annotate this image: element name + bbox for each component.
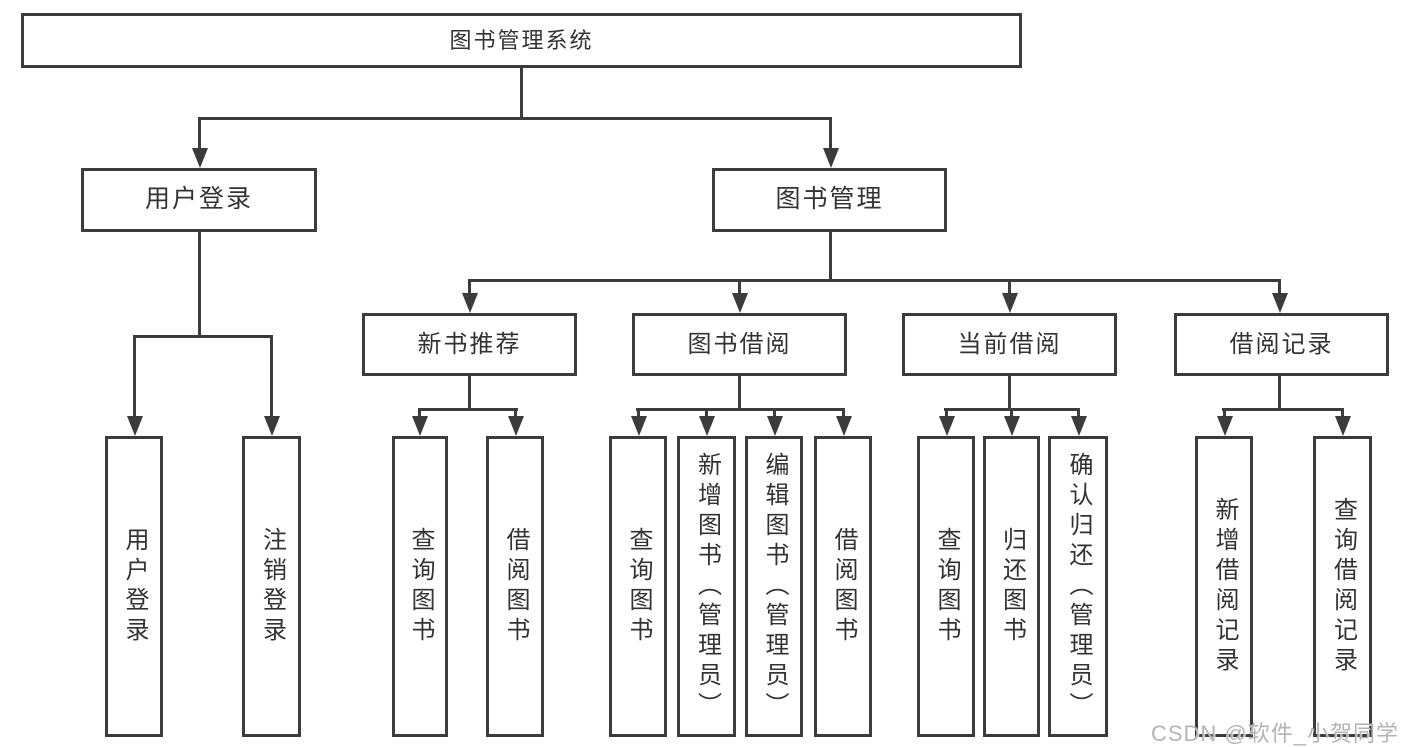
edge-current-borrow-stem2 xyxy=(1008,376,1011,408)
arrowhead-nb-borrow-icon xyxy=(508,416,524,436)
edge-root-bar xyxy=(198,117,832,120)
edge-book-management-bar xyxy=(468,279,1281,282)
edge-book-borrow-stem2 xyxy=(738,376,741,408)
arrowhead-cb-query-icon xyxy=(939,416,955,436)
arrowhead-bb-borrow-icon xyxy=(836,416,852,436)
arrowhead-to-user-login-icon xyxy=(192,148,208,168)
node-current-borrowing: 当前借阅 xyxy=(902,313,1117,376)
node-leaf-bb-query-books: 查询图书 xyxy=(609,436,667,737)
node-book-management: 图书管理 xyxy=(712,168,947,232)
edge-nb-query-stem xyxy=(418,408,421,416)
edge-book-management-stem xyxy=(829,232,832,279)
node-leaf-user-login: 用户登录 xyxy=(105,436,163,737)
edge-to-new-book-stem xyxy=(468,279,471,293)
node-library-management-system: 图书管理系统 xyxy=(21,13,1022,68)
node-leaf-bb-borrow-books: 借阅图书 xyxy=(814,436,872,737)
arrowhead-to-current-borrow-icon xyxy=(1002,293,1018,313)
edge-bb-add-stem xyxy=(705,408,708,416)
arrowhead-br-query-icon xyxy=(1335,416,1351,436)
edge-user-login-stem xyxy=(198,232,201,335)
node-leaf-bb-add-books-admin: 新增图书（管理员） xyxy=(677,436,736,737)
edge-cb-return-stem xyxy=(1010,408,1013,416)
node-user-login: 用户登录 xyxy=(81,168,317,232)
edge-borrow-records-bar xyxy=(1222,408,1344,411)
node-leaf-nb-borrow-books: 借阅图书 xyxy=(486,436,544,737)
edge-bb-borrow-stem xyxy=(842,408,845,416)
edge-cb-query-stem xyxy=(945,408,948,416)
node-leaf-nb-query-books: 查询图书 xyxy=(392,436,448,737)
edge-borrow-records-stem2 xyxy=(1278,376,1281,408)
node-leaf-cb-query-books: 查询图书 xyxy=(917,436,975,737)
node-book-borrowing: 图书借阅 xyxy=(632,313,847,376)
arrowhead-to-logout-leaf-icon xyxy=(264,416,280,436)
node-leaf-bb-edit-books-admin: 编辑图书（管理员） xyxy=(745,436,803,737)
edge-bb-query-stem xyxy=(637,408,640,416)
node-leaf-br-add-record: 新增借阅记录 xyxy=(1195,436,1253,737)
node-new-book-recommend: 新书推荐 xyxy=(362,313,577,376)
arrowhead-br-add-icon xyxy=(1217,416,1233,436)
arrowhead-to-book-borrow-icon xyxy=(732,293,748,313)
edge-to-current-borrow-stem xyxy=(1008,279,1011,293)
arrowhead-to-book-management-icon xyxy=(823,148,839,168)
edge-to-borrow-records-stem xyxy=(1278,279,1281,293)
node-leaf-cb-return-books: 归还图书 xyxy=(983,436,1040,737)
edge-nb-borrow-stem xyxy=(514,408,517,416)
arrowhead-bb-edit-icon xyxy=(767,416,783,436)
edge-root-to-user-login-stem xyxy=(198,117,201,148)
arrowhead-to-borrow-records-icon xyxy=(1272,293,1288,313)
edge-book-borrow-bar xyxy=(636,408,845,411)
csdn-watermark: CSDN @软件_小贺同学 xyxy=(1150,721,1399,746)
edge-to-login-leaf-stem xyxy=(133,335,136,416)
arrowhead-to-login-leaf-icon xyxy=(127,416,143,436)
arrowhead-cb-confirm-icon xyxy=(1071,416,1087,436)
arrowhead-bb-query-icon xyxy=(631,416,647,436)
edge-root-to-book-management-stem xyxy=(829,117,832,148)
arrowhead-nb-query-icon xyxy=(412,416,428,436)
arrowhead-bb-add-icon xyxy=(699,416,715,436)
edge-br-add-stem xyxy=(1223,408,1226,416)
node-leaf-br-query-record: 查询借阅记录 xyxy=(1313,436,1372,737)
edge-new-book-bar xyxy=(418,408,518,411)
node-borrowing-records: 借阅记录 xyxy=(1174,313,1389,376)
node-leaf-cb-confirm-return-admin: 确认归还（管理员） xyxy=(1048,436,1108,737)
arrowhead-cb-return-icon xyxy=(1004,416,1020,436)
edge-br-query-stem xyxy=(1341,408,1344,416)
edge-to-book-borrow-stem xyxy=(738,279,741,293)
edge-root-stem xyxy=(520,68,523,117)
edge-user-login-bar xyxy=(133,335,273,338)
node-leaf-logout: 注销登录 xyxy=(242,436,301,737)
edge-cb-confirm-stem xyxy=(1077,408,1080,416)
edge-bb-edit-stem xyxy=(773,408,776,416)
edge-new-book-stem xyxy=(468,376,471,408)
edge-to-logout-leaf-stem xyxy=(270,335,273,416)
arrowhead-to-new-book-icon xyxy=(462,293,478,313)
